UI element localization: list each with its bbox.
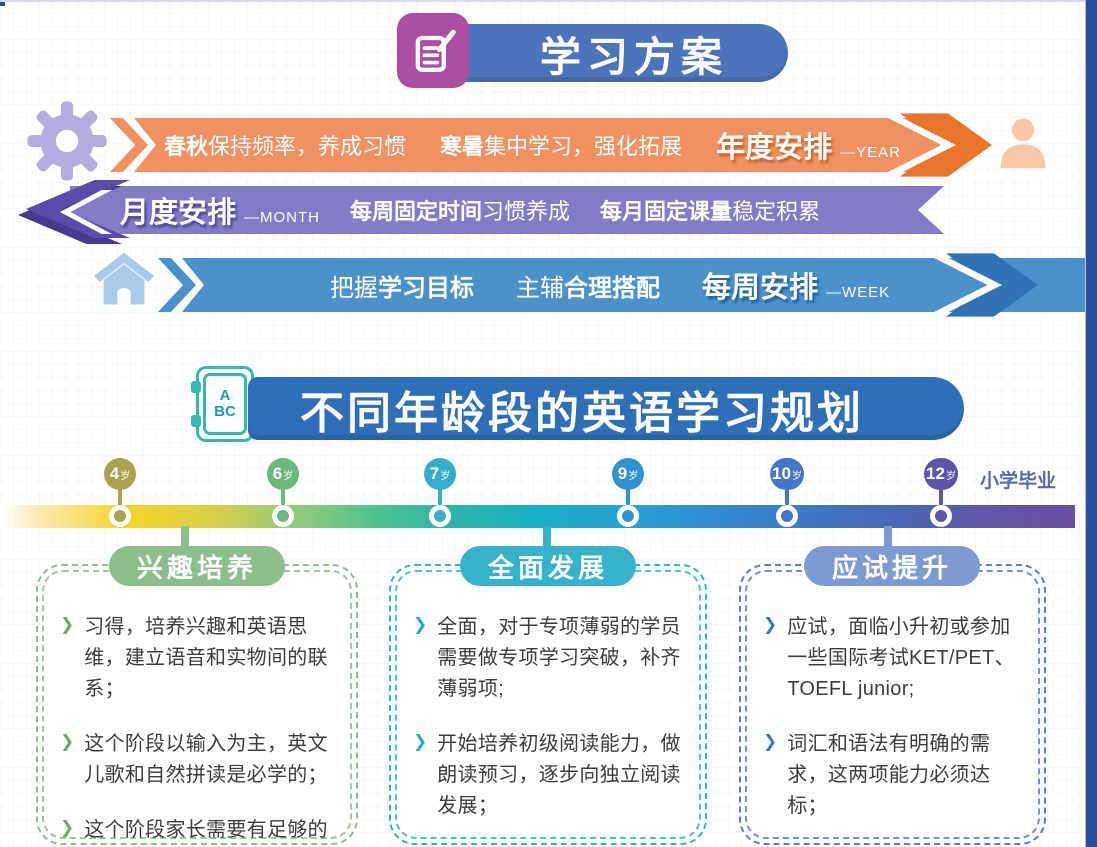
person-icon — [990, 110, 1056, 181]
age-ring-marker — [617, 505, 639, 527]
age-ring-marker — [429, 505, 451, 527]
week-seg2: 主辅合理搭配 — [516, 274, 660, 302]
week-row-banner: 把握学习目标 主辅合理搭配 每周安排 —WEEK — [182, 258, 1097, 312]
section-title: 不同年龄段的英语学习规划 — [300, 388, 864, 438]
stage-pill-interest: 兴趣培养 — [109, 546, 285, 586]
page-title: 学习方案 — [540, 34, 728, 80]
age-ring-marker — [930, 505, 952, 527]
box-connector-stem — [543, 526, 551, 552]
bullet-arrow-icon: ❯ — [60, 818, 75, 837]
stage-box-exam: ❯应试，面临小升初或参加一些国际考试KET/PET、TOEFL junior; … — [739, 564, 1046, 845]
month-row-banner: 月度安排 —MONTH 每周固定时间习惯养成 每月固定课量稳定积累 — [70, 186, 944, 234]
month-label: 月度安排 — [120, 197, 237, 229]
age-pin-stem — [118, 488, 122, 507]
week-seg1: 把握学习目标 — [330, 274, 474, 302]
frame-right-bar — [1085, 0, 1097, 847]
section-title-banner: 不同年龄段的英语学习规划 — [248, 377, 964, 440]
age-ring-marker — [776, 505, 798, 527]
stage-pill-exam: 应试提升 — [804, 546, 980, 586]
age-pin-stem — [785, 488, 789, 507]
house-icon — [90, 246, 158, 319]
age-pin-stem — [438, 488, 442, 507]
list-item: ❯应试，面临小升初或参加一些国际考试KET/PET、TOEFL junior; — [763, 612, 1028, 705]
list-item: ❯这个阶段家长需要有足够的耐心和多陪伴学习。 — [60, 815, 340, 847]
stage-pill-comprehensive: 全面发展 — [460, 546, 636, 586]
stage-box-interest: ❯习得，培养兴趣和英语思维，建立语音和实物间的联系； ❯这个阶段以输入为主，英文… — [36, 564, 358, 845]
week-label: 每周安排 — [702, 272, 819, 304]
age-pin-stem — [939, 488, 943, 507]
bullet-arrow-icon: ❯ — [413, 732, 428, 751]
timeline-note: 小学毕业 — [980, 471, 1057, 492]
year-seg1: 春秋保持频率，养成习惯 — [164, 134, 407, 159]
year-seg2: 寒暑集中学习，强化拓展 — [440, 134, 683, 159]
bullet-arrow-icon: ❯ — [60, 615, 75, 634]
list-item: ❯习得，培养兴趣和英语思维，建立语音和实物间的联系； — [60, 612, 340, 705]
age-ring-marker — [272, 505, 294, 527]
list-item: ❯开始培养初级阅读能力，做朗读预习，逐步向独立阅读发展； — [413, 729, 689, 822]
age-ring-marker — [109, 505, 131, 527]
book-binding-tab — [191, 415, 201, 427]
list-item: ❯全面，对于专项薄弱的学员需要做专项学习突破，补齐薄弱项; — [413, 612, 689, 705]
edit-note-icon-glyph — [415, 29, 456, 72]
list-item: ❯这个阶段以输入为主，英文儿歌和自然拼读是必学的； — [60, 729, 340, 791]
month-seg2: 每月固定课量稳定积累 — [600, 199, 821, 224]
gear-icon — [24, 98, 110, 189]
month-label-group: 月度安排 —MONTH — [120, 189, 320, 231]
frame-top-line — [0, 0, 1097, 2]
edit-note-icon — [397, 13, 469, 88]
box-connector-stem — [884, 526, 892, 552]
week-label-en: —WEEK — [826, 284, 891, 301]
book-binding-tab — [191, 381, 201, 393]
year-row-banner: 春秋保持频率，养成习惯 寒暑集中学习，强化拓展 年度安排 —YEAR — [134, 118, 940, 172]
age-timeline-bar — [0, 505, 1075, 528]
bullet-arrow-icon: ❯ — [413, 615, 428, 634]
week-label-group: 每周安排 —WEEK — [702, 264, 890, 306]
list-item: ❯词汇和语法有明确的需求，这两项能力必须达标； — [763, 729, 1028, 822]
month-seg1: 每周固定时间习惯养成 — [350, 199, 571, 224]
year-label-en: —YEAR — [840, 144, 901, 161]
stage-box-comprehensive: ❯全面，对于专项薄弱的学员需要做专项学习突破，补齐薄弱项; ❯开始培养初级阅读能… — [389, 564, 707, 845]
year-label-group: 年度安排 —YEAR — [716, 124, 901, 166]
year-label: 年度安排 — [716, 132, 833, 164]
age-pin-stem — [626, 488, 630, 507]
box-connector-stem — [181, 526, 189, 552]
bullet-arrow-icon: ❯ — [763, 732, 778, 751]
month-label-en: —MONTH — [244, 209, 321, 226]
bullet-arrow-icon: ❯ — [763, 615, 778, 634]
main-title-banner: 学习方案 — [452, 24, 788, 82]
age-pin-stem — [281, 488, 285, 507]
frame-corner — [0, 0, 5, 6]
bullet-arrow-icon: ❯ — [60, 732, 75, 751]
